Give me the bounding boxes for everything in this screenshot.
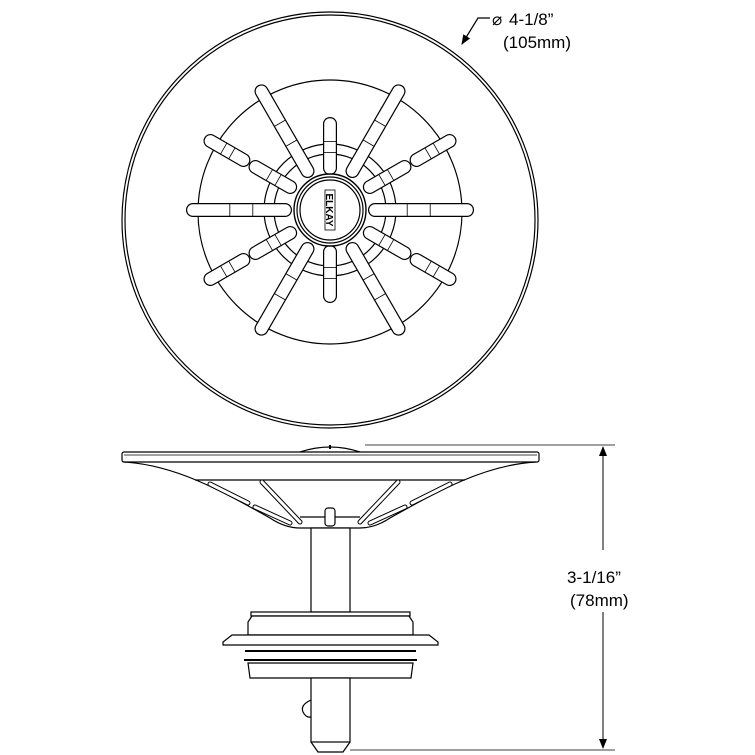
- flange: [222, 634, 439, 646]
- spoke-mark: [274, 174, 282, 186]
- spoke-mark: [266, 239, 273, 251]
- inner-short-spoke: [364, 161, 411, 193]
- inner-short-spoke: [364, 227, 411, 259]
- elkay-logo: ELKAY: [323, 189, 336, 231]
- long-spoke: [255, 85, 314, 177]
- spoke-mark: [274, 293, 286, 301]
- height-imperial: 3-1/16”: [567, 568, 621, 587]
- diameter-symbol: ⌀: [492, 10, 502, 29]
- height-metric: (78mm): [570, 591, 629, 610]
- spoke-mark: [220, 266, 227, 277]
- stem-knob: [301, 699, 312, 718]
- strainer-plate: [121, 451, 540, 463]
- long-spoke: [346, 243, 405, 335]
- spokes: [186, 84, 474, 336]
- basket-slot: [368, 505, 407, 525]
- spoke-mark: [363, 273, 374, 281]
- spoke-mark: [286, 273, 297, 281]
- stem: [310, 527, 351, 613]
- spoke-mark: [387, 239, 394, 251]
- lift-pin: [324, 507, 336, 527]
- basket-slot: [208, 482, 250, 505]
- spoke-mark: [274, 119, 286, 127]
- basket-slot: [358, 480, 400, 524]
- spoke-mark: [374, 119, 386, 127]
- spoke-mark: [363, 139, 374, 147]
- outer-short-spoke: [410, 254, 456, 285]
- diameter-leader: [461, 17, 490, 45]
- diameter-metric: (105mm): [503, 33, 571, 52]
- diameter-imperial: 4-1/8”: [509, 10, 554, 29]
- spoke-mark: [387, 169, 394, 181]
- spoke-mark: [220, 143, 227, 154]
- basket-slot: [410, 482, 452, 505]
- cap-body: [247, 615, 414, 636]
- outer-short-spoke: [410, 135, 456, 166]
- spoke-mark: [378, 234, 386, 246]
- side-view: [121, 444, 615, 753]
- outer-rim: [121, 11, 539, 429]
- spoke-mark: [228, 261, 236, 273]
- spoke-mark: [424, 147, 432, 159]
- cap-lower: [247, 662, 414, 679]
- basket-slot: [260, 480, 302, 524]
- spoke-mark: [274, 234, 282, 246]
- spoke-mark: [433, 143, 440, 154]
- long-spoke: [255, 243, 314, 335]
- outer-short-spoke: [204, 135, 250, 166]
- spoke-mark: [286, 139, 297, 147]
- spoke-mark: [374, 293, 386, 301]
- spoke-mark: [228, 147, 236, 159]
- top-view: ELKAY ⌀ 4-1/8” (105mm): [121, 10, 571, 429]
- spoke-mark: [433, 266, 440, 277]
- inner-short-spoke: [249, 227, 296, 259]
- lower-stem: [310, 677, 351, 743]
- outer-short-spoke: [204, 254, 250, 285]
- inner-short-spoke: [249, 161, 296, 193]
- spoke-mark: [266, 169, 273, 181]
- basket-slot: [253, 505, 292, 525]
- long-spoke: [346, 85, 405, 177]
- logo-text: ELKAY: [323, 194, 334, 227]
- spoke-mark: [424, 261, 432, 273]
- spoke-mark: [378, 174, 386, 186]
